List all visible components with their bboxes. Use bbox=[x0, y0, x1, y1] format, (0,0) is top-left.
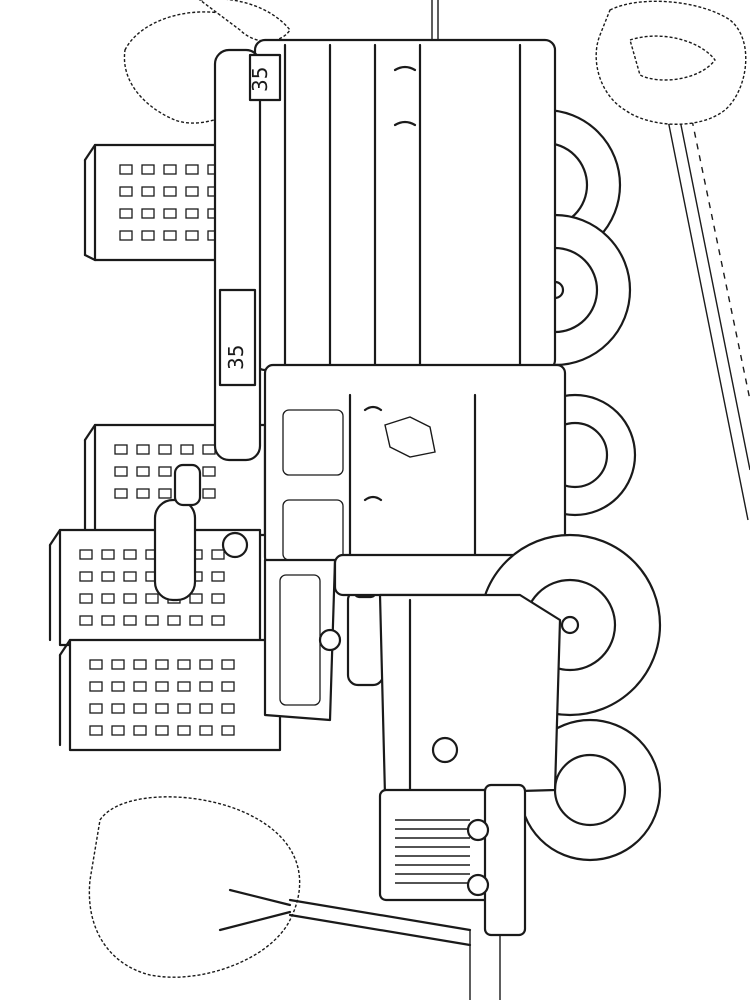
tank-number-side: 35 bbox=[224, 345, 248, 370]
tree-top-right bbox=[595, 0, 747, 125]
building-window bbox=[119, 208, 133, 219]
emblem-icon bbox=[384, 416, 436, 458]
building-window bbox=[189, 593, 203, 604]
building-window bbox=[202, 488, 216, 499]
building-window bbox=[177, 681, 191, 692]
building-window bbox=[89, 659, 103, 670]
building-window bbox=[199, 703, 213, 714]
building-window bbox=[89, 703, 103, 714]
building-window bbox=[141, 164, 155, 175]
building-window bbox=[163, 164, 177, 175]
building-window bbox=[114, 466, 128, 477]
building-window bbox=[123, 593, 137, 604]
tank-number-top: 35 bbox=[248, 67, 272, 92]
building-window bbox=[202, 466, 216, 477]
building-window bbox=[211, 615, 225, 626]
building-window bbox=[111, 681, 125, 692]
building-window bbox=[221, 681, 235, 692]
building-window bbox=[189, 615, 203, 626]
building-window bbox=[141, 230, 155, 241]
building-window bbox=[136, 444, 150, 455]
building-window bbox=[158, 466, 172, 477]
building-window bbox=[123, 615, 137, 626]
building-window bbox=[185, 164, 199, 175]
building-window bbox=[199, 725, 213, 736]
building-window bbox=[177, 725, 191, 736]
building-window bbox=[111, 703, 125, 714]
building-window bbox=[101, 615, 115, 626]
building-window bbox=[185, 230, 199, 241]
building-window bbox=[202, 444, 216, 455]
building-window bbox=[163, 230, 177, 241]
building-window bbox=[145, 615, 159, 626]
building-window bbox=[211, 549, 225, 560]
building-window bbox=[133, 725, 147, 736]
building-window bbox=[101, 593, 115, 604]
building-window bbox=[158, 444, 172, 455]
building-window bbox=[79, 615, 93, 626]
building-window bbox=[211, 593, 225, 604]
building-window bbox=[199, 681, 213, 692]
building-window bbox=[111, 725, 125, 736]
tank: 35 35 bbox=[213, 38, 557, 462]
building-window bbox=[155, 681, 169, 692]
building-window bbox=[114, 444, 128, 455]
building-window bbox=[145, 593, 159, 604]
building-window bbox=[89, 725, 103, 736]
front-cabin bbox=[263, 553, 577, 722]
building-window bbox=[123, 571, 137, 582]
building-window bbox=[133, 681, 147, 692]
building-window bbox=[79, 571, 93, 582]
building-window bbox=[89, 681, 103, 692]
front-bumper bbox=[483, 783, 527, 937]
building-window bbox=[155, 659, 169, 670]
building-window bbox=[141, 208, 155, 219]
road bbox=[431, 0, 750, 1000]
building-window bbox=[119, 186, 133, 197]
building-window bbox=[221, 725, 235, 736]
building-window bbox=[133, 703, 147, 714]
building-window bbox=[136, 466, 150, 477]
building-window bbox=[79, 549, 93, 560]
building-window bbox=[163, 208, 177, 219]
grille bbox=[395, 819, 470, 884]
hood bbox=[378, 593, 562, 937]
building-window bbox=[119, 230, 133, 241]
building-window bbox=[185, 186, 199, 197]
building-window bbox=[101, 571, 115, 582]
cab bbox=[153, 363, 567, 602]
building-window bbox=[211, 571, 225, 582]
building-window bbox=[155, 725, 169, 736]
building-window bbox=[79, 593, 93, 604]
building-window bbox=[123, 549, 137, 560]
building-window bbox=[119, 164, 133, 175]
building-window bbox=[221, 703, 235, 714]
building-window bbox=[101, 549, 115, 560]
building-window bbox=[158, 488, 172, 499]
building-window bbox=[114, 488, 128, 499]
building-window bbox=[177, 659, 191, 670]
building-window bbox=[155, 703, 169, 714]
building-window bbox=[167, 615, 181, 626]
building-window bbox=[185, 208, 199, 219]
building-window bbox=[111, 659, 125, 670]
tree-bottom-left bbox=[88, 796, 472, 978]
building-window bbox=[221, 659, 235, 670]
building-window bbox=[177, 703, 191, 714]
building-window bbox=[180, 444, 194, 455]
building-window bbox=[199, 659, 213, 670]
building-window bbox=[136, 488, 150, 499]
building-window bbox=[141, 186, 155, 197]
building-window bbox=[133, 659, 147, 670]
building-top bbox=[83, 143, 237, 262]
building-window bbox=[163, 186, 177, 197]
